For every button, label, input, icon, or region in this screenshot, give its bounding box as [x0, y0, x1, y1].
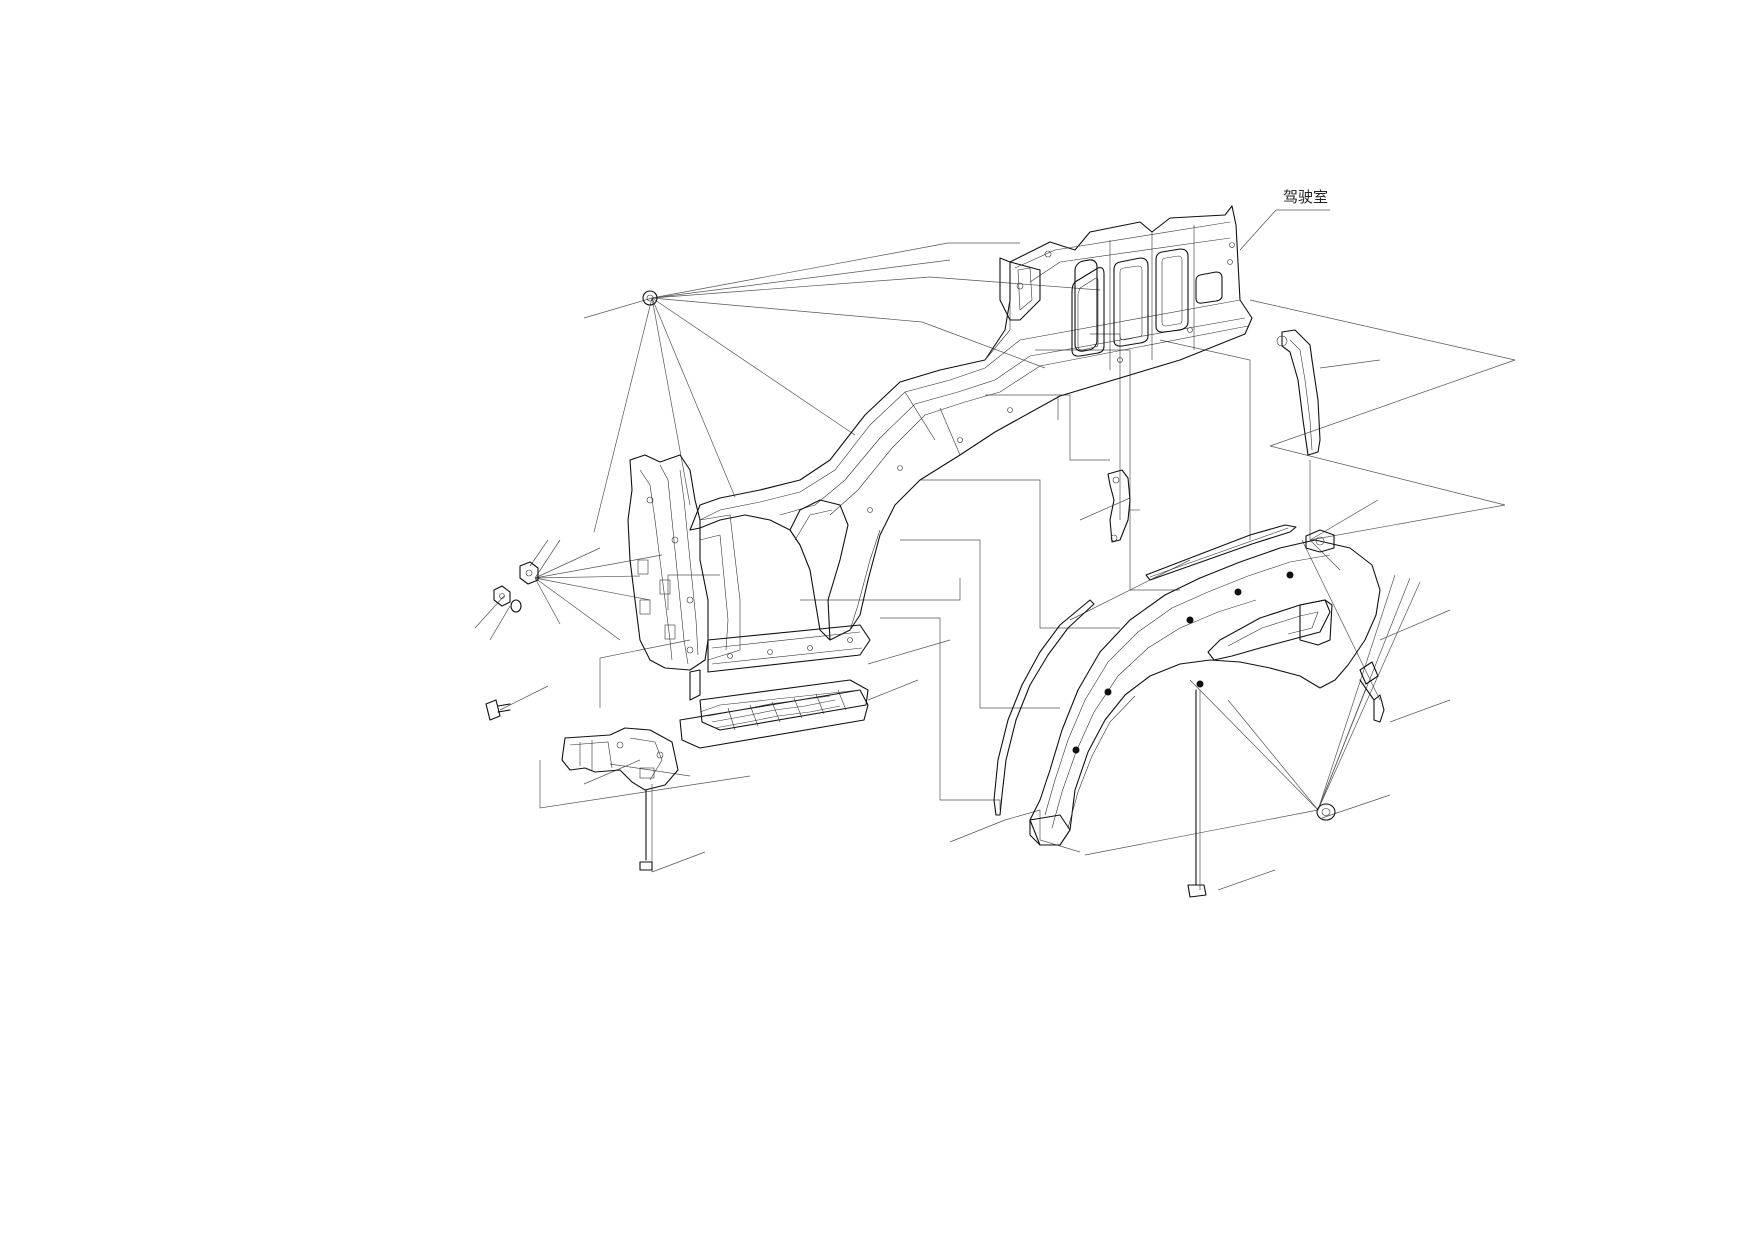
nut-icon [642, 290, 658, 306]
step-tread [679, 679, 869, 749]
clip-icon [1359, 679, 1385, 723]
trim-strip [1145, 524, 1297, 581]
leader-lines [474, 242, 1516, 891]
fender-liner [993, 599, 1095, 816]
pillar-panel [627, 454, 741, 671]
callout-label-cab: 驾驶室 [1283, 188, 1328, 206]
seal-strip [1276, 329, 1321, 456]
bolt-icon [485, 699, 511, 721]
washer-icon [510, 599, 522, 613]
nut-icon [519, 561, 539, 585]
clip-icon [1359, 661, 1379, 685]
fasteners [485, 290, 1385, 898]
fender-bracket [1107, 469, 1131, 543]
fender-flare [1029, 529, 1381, 846]
cab-side-inner-frame [689, 205, 1253, 641]
push-clip-icon [1316, 803, 1336, 821]
bolt-icon [639, 789, 653, 871]
sill-beam [689, 624, 871, 701]
cab-callout: 驾驶室 [1239, 188, 1330, 251]
mounting-bracket [561, 727, 679, 791]
bolt-icon [1187, 689, 1207, 898]
nut-icon [493, 585, 511, 607]
